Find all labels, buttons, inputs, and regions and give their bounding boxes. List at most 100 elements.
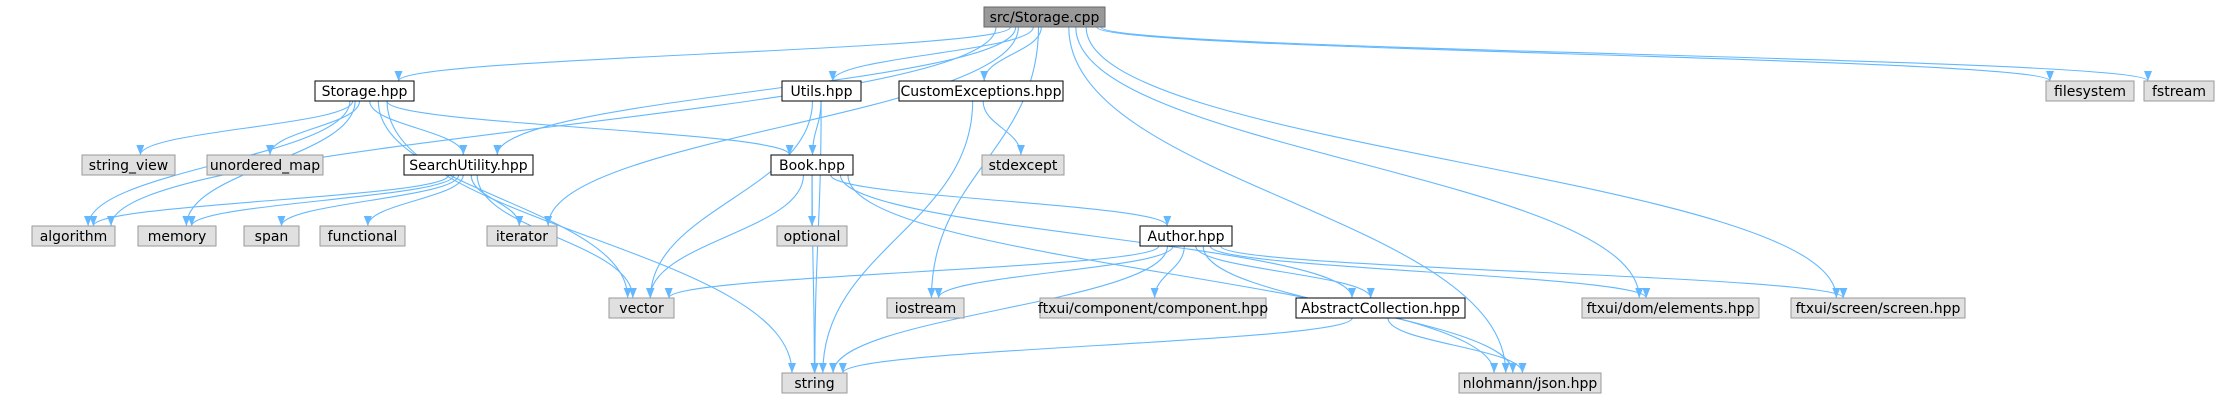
node-search-utility-hpp[interactable]: SearchUtility.hpp [403, 154, 534, 176]
edge-storage_cpp-to-iterator [544, 26, 1019, 227]
node-label: ftxui/dom/elements.hpp [1587, 301, 1755, 317]
node-label: src/Storage.cpp [990, 10, 1100, 26]
edge-book_hpp-to-author_hpp [830, 174, 1172, 227]
node-box [1790, 297, 1966, 319]
node-nlohmann-json: nlohmann/json.hpp [1458, 372, 1602, 394]
node-box [781, 372, 848, 394]
edge-line [544, 26, 1019, 227]
edge-search_utility_hpp-to-functional [363, 174, 464, 227]
edge-line [277, 174, 460, 227]
node-box [776, 225, 848, 247]
edge-line [828, 26, 1034, 82]
node-storage-hpp[interactable]: Storage.hpp [314, 80, 415, 102]
edge-search_utility_hpp-to-algorithm [89, 174, 450, 227]
edge-line [1068, 26, 1510, 374]
edge-line [493, 26, 1017, 156]
edge-author_hpp-to-string [829, 245, 1168, 374]
edge-storage_cpp-to-algorithm [107, 26, 997, 227]
node-label: nlohmann/json.hpp [1463, 376, 1598, 392]
node-box [770, 154, 854, 176]
edge-line [187, 174, 455, 227]
node-label: unordered_map [210, 158, 320, 174]
edge-line [808, 100, 822, 156]
node-ftxui-elements: ftxui/dom/elements.hpp [1581, 297, 1760, 319]
edge-line [1096, 26, 2054, 82]
edge-utils_hpp-to-vector [646, 100, 814, 299]
edge-storage_cpp-to-utils_hpp [828, 26, 1034, 82]
edge-custom_exceptions_hpp-to-stdexcept [982, 100, 1025, 156]
node-label: Storage.hpp [322, 84, 408, 100]
node-fstream: fstream [2143, 80, 2215, 102]
edge-storage_cpp-to-filesystem [1096, 26, 2054, 82]
node-label: span [255, 229, 289, 245]
node-iostream: iostream [886, 297, 965, 319]
node-box [608, 297, 675, 319]
edge-line [369, 100, 468, 156]
edge-line [847, 174, 1499, 374]
node-box [1458, 372, 1602, 394]
edge-search_utility_hpp-to-span [277, 174, 460, 227]
node-label: string [794, 376, 834, 392]
edge-line [1195, 245, 1375, 299]
node-box [81, 154, 176, 176]
edge-line [394, 26, 1012, 82]
node-stdexcept: stdexcept [981, 154, 1065, 176]
edge-storage_cpp-to-search_utility_hpp [493, 26, 1017, 156]
node-box [31, 225, 116, 247]
node-storage-cpp[interactable]: src/Storage.cpp [983, 6, 1106, 28]
node-ftxui-screen: ftxui/screen/screen.hpp [1790, 297, 1966, 319]
node-label: functional [328, 229, 398, 245]
node-custom-exceptions-hpp[interactable]: CustomExceptions.hpp [898, 80, 1064, 102]
edges-layer [84, 26, 2152, 374]
node-box [486, 225, 558, 247]
edge-custom_exceptions_hpp-to-string [818, 100, 974, 374]
node-utils-hpp[interactable]: Utils.hpp [781, 80, 862, 102]
node-box [314, 80, 415, 102]
node-label: optional [784, 229, 841, 245]
edge-line [810, 174, 819, 374]
node-iterator: iterator [486, 225, 558, 247]
node-functional: functional [319, 225, 406, 247]
edge-line [363, 174, 464, 227]
node-algorithm: algorithm [31, 225, 116, 247]
edge-abstract_collection_hpp-to-nlohmann_json [1387, 317, 1527, 374]
edge-line [1209, 245, 1651, 299]
node-string: string [781, 372, 848, 394]
node-box [206, 154, 324, 176]
edge-author_hpp-to-ftxui_screen [1220, 245, 1848, 299]
node-unordered-map: unordered_map [206, 154, 324, 176]
node-label: ftxui/component/component.hpp [1038, 301, 1268, 317]
edge-book_hpp-to-vector [646, 174, 805, 299]
edge-storage_hpp-to-vector [377, 100, 632, 299]
edge-storage_cpp-to-ftxui_screen [1085, 26, 1841, 299]
node-box [1295, 297, 1466, 319]
edge-line [136, 100, 354, 156]
node-label: Utils.hpp [791, 84, 853, 100]
node-box [781, 80, 862, 102]
edge-line [982, 100, 1025, 156]
node-label: string_view [89, 158, 168, 174]
edge-line [1220, 245, 1848, 299]
edge-storage_cpp-to-ftxui_elements [1075, 26, 1644, 299]
edge-book_hpp-to-string [810, 174, 819, 374]
edge-storage_hpp-to-string_view [136, 100, 354, 156]
node-label: Book.hpp [779, 158, 845, 174]
node-book-hpp[interactable]: Book.hpp [770, 154, 854, 176]
edge-author_hpp-to-ftxui_component [1150, 245, 1185, 299]
node-span: span [243, 225, 300, 247]
node-box [1039, 297, 1267, 319]
node-box [1581, 297, 1760, 319]
node-author-hpp[interactable]: Author.hpp [1139, 225, 1233, 247]
node-filesystem: filesystem [2045, 80, 2135, 102]
edge-search_utility_hpp-to-memory [187, 174, 455, 227]
node-abstract-collection-hpp[interactable]: AbstractCollection.hpp [1295, 297, 1466, 319]
edge-author_hpp-to-iostream [934, 245, 1174, 299]
node-label: iostream [895, 301, 957, 317]
node-box [403, 154, 534, 176]
edge-line [646, 100, 814, 299]
node-label: filesystem [2054, 84, 2126, 100]
edge-utils_hpp-to-book_hpp [808, 100, 822, 156]
edge-storage_hpp-to-unordered_map [266, 100, 361, 156]
